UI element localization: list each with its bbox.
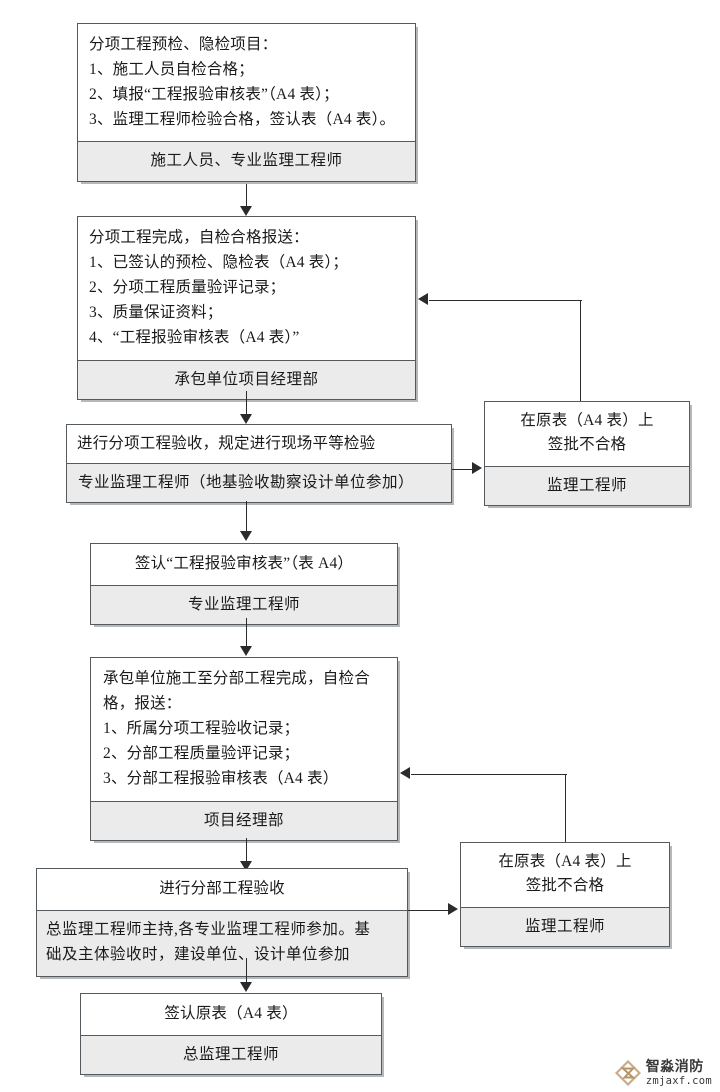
arrow-n1-n2 (240, 206, 252, 216)
node-1-line-1: 1、施工人员自检合格； (89, 61, 254, 79)
feedback-2-arrowhead (400, 767, 410, 779)
arrow-n6-n7 (240, 982, 252, 992)
node-5-role: 项目经理部 (91, 800, 397, 840)
feedback-1-horizontal (429, 300, 582, 301)
node-subitem-complete-submit: 分项工程完成，自检合格报送： 1、已签认的预检、隐检表（A4 表）； 2、分项工… (77, 216, 416, 400)
node-6-role: 总监理工程师主持,各专业监理工程师参加。基 础及主体验收时，建设单位、设计单位参… (37, 910, 407, 976)
node-5-line-3: 2、分部工程质量验评记录； (103, 745, 300, 763)
node-reject-stamp-2: 在原表（A4 表）上 签批不合格 监理工程师 (460, 842, 670, 948)
node-1-body: 分项工程预检、隐检项目： 1、施工人员自检合格； 2、填报“工程报验审核表”（A… (78, 24, 415, 142)
node-6-role-line-0: 总监理工程师主持,各专业监理工程师参加。基 (46, 921, 371, 939)
node-2-line-0: 分项工程完成，自检合格报送： (89, 229, 309, 246)
node-2-line-4: 4、“工程报验审核表（A4 表）” (89, 329, 300, 347)
node-7-role: 总监理工程师 (81, 1035, 381, 1075)
node-5-body: 承包单位施工至分部工程完成，自检合 格，报送： 1、所属分项工程验收记录； 2、… (91, 658, 397, 801)
node-sign-original-form: 签认原表（A4 表） 总监理工程师 (80, 993, 382, 1076)
feedback-2-vertical (565, 774, 566, 842)
connector-n2-n3 (246, 391, 247, 418)
feedback-1-vertical (580, 300, 581, 401)
node-4-line-0: 签认“工程报验审核表”（表 A4） (134, 555, 354, 572)
node-subitem-pre-inspection: 分项工程预检、隐检项目： 1、施工人员自检合格； 2、填报“工程报验审核表”（A… (77, 23, 416, 182)
right-2-line-1: 签批不合格 (525, 877, 605, 895)
node-4-body: 签认“工程报验审核表”（表 A4） (91, 544, 397, 586)
node-2-body: 分项工程完成，自检合格报送： 1、已签认的预检、隐检表（A4 表）； 2、分项工… (78, 217, 415, 360)
node-1-line-0: 分项工程预检、隐检项目： (89, 36, 278, 53)
connector-n6-r2 (408, 910, 450, 911)
watermark: 智淼消防 zmjaxf.com (614, 1059, 712, 1087)
node-sign-report-form: 签认“工程报验审核表”（表 A4） 专业监理工程师 (90, 543, 398, 626)
connector-n5-n6 (246, 838, 247, 865)
right-1-body: 在原表（A4 表）上 签批不合格 (485, 402, 689, 466)
node-1-line-3: 3、监理工程师检验合格，签认表（A4 表）。 (89, 111, 396, 129)
node-3-role: 专业监理工程师（地基验收勘察设计单位参加） (67, 463, 451, 503)
node-2-line-3: 3、质量保证资料； (89, 304, 223, 322)
right-1-role: 监理工程师 (485, 465, 689, 506)
arrow-n2-n3 (240, 414, 252, 424)
right-2-role: 监理工程师 (461, 906, 669, 947)
node-5-line-4: 3、分部工程报验审核表（A4 表） (103, 770, 339, 788)
arrow-n3-r1 (472, 462, 482, 474)
diamond-logo-icon (614, 1059, 641, 1086)
watermark-title: 智淼消防 (645, 1058, 704, 1075)
node-7-line-0: 签认原表（A4 表） (164, 1005, 298, 1022)
node-7-body: 签认原表（A4 表） (81, 994, 381, 1036)
node-5-line-0: 承包单位施工至分部工程完成，自检合 (103, 670, 370, 687)
connector-n1-n2 (246, 184, 247, 210)
connector-n3-r1 (452, 469, 474, 470)
node-division-complete-submit: 承包单位施工至分部工程完成，自检合 格，报送： 1、所属分项工程验收记录； 2、… (90, 657, 398, 841)
node-3-line-0: 进行分项工程验收，规定进行现场平等检验 (77, 435, 376, 452)
arrow-n4-n5 (240, 646, 252, 656)
feedback-2-horizontal (411, 774, 567, 775)
node-2-line-1: 1、已签认的预检、隐检表（A4 表）； (89, 254, 349, 272)
node-6-line-0: 进行分部工程验收 (159, 880, 285, 897)
node-2-line-2: 2、分项工程质量验评记录； (89, 279, 286, 297)
arrow-n3-n4 (240, 531, 252, 541)
node-6-role-line-1: 础及主体验收时，建设单位、设计单位参加 (46, 945, 351, 963)
node-3-body: 进行分项工程验收，规定进行现场平等检验 (67, 425, 451, 464)
node-subitem-acceptance: 进行分项工程验收，规定进行现场平等检验 专业监理工程师（地基验收勘察设计单位参加… (66, 424, 452, 504)
watermark-text: 智淼消防 zmjaxf.com (646, 1060, 712, 1087)
node-6-body: 进行分部工程验收 (37, 869, 407, 911)
node-1-role: 施工人员、专业监理工程师 (78, 141, 415, 181)
connector-n3-n4 (246, 501, 247, 535)
node-1-line-2: 2、填报“工程报验审核表”（A4 表）； (89, 86, 339, 104)
connector-n4-n5 (246, 618, 247, 650)
arrow-n6-r2 (448, 903, 458, 915)
feedback-1-arrowhead (418, 293, 428, 305)
node-reject-stamp-1: 在原表（A4 表）上 签批不合格 监理工程师 (484, 401, 690, 507)
right-1-line-1: 签批不合格 (547, 436, 627, 454)
node-5-line-2: 1、所属分项工程验收记录； (103, 720, 300, 738)
node-4-role: 专业监理工程师 (91, 585, 397, 625)
connector-n6-n7 (246, 958, 247, 986)
arrow-n5-n6 (240, 861, 252, 871)
node-division-acceptance: 进行分部工程验收 总监理工程师主持,各专业监理工程师参加。基 础及主体验收时，建… (36, 868, 408, 977)
watermark-url: zmjaxf.com (645, 1074, 712, 1087)
right-1-line-0: 在原表（A4 表）上 (520, 412, 654, 429)
right-2-body: 在原表（A4 表）上 签批不合格 (461, 843, 669, 907)
right-2-line-0: 在原表（A4 表）上 (498, 853, 632, 870)
node-5-line-1: 格，报送： (103, 695, 182, 713)
